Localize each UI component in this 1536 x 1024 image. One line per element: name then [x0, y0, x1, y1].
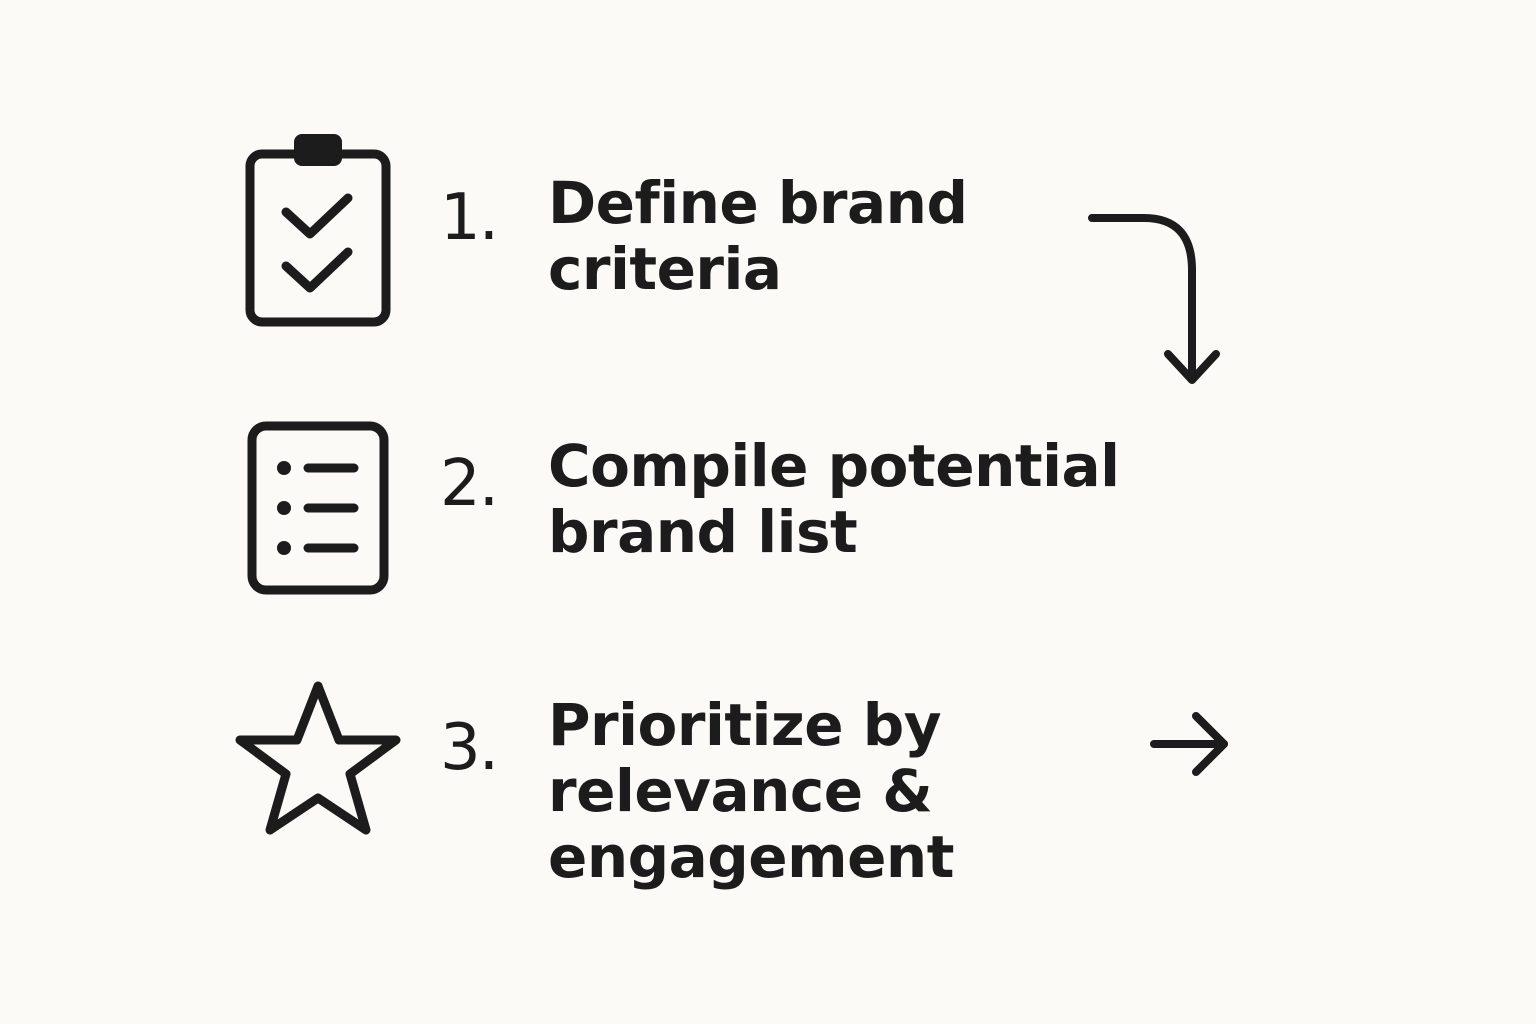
curved-down-arrow-icon — [1080, 200, 1240, 404]
star-icon — [232, 676, 401, 876]
step-label-line: criteria — [548, 235, 782, 303]
list-document-icon — [236, 418, 400, 618]
step-label-line: Define brand — [548, 169, 968, 237]
step-label-line: relevance & — [548, 757, 933, 825]
clipboard-check-icon — [236, 130, 400, 330]
step-label: Prioritize by relevance & engagement — [548, 692, 954, 890]
step-label-line: Prioritize by — [548, 691, 942, 759]
right-arrow-icon — [1146, 704, 1238, 788]
step-number: 1. — [440, 181, 499, 255]
step-label: Compile potential brand list — [548, 433, 1120, 565]
step-label-line: Compile potential — [548, 432, 1120, 500]
step-label-line: brand list — [548, 498, 858, 566]
step-number: 3. — [440, 711, 499, 785]
step-number: 2. — [440, 447, 499, 521]
step-label: Define brand criteria — [548, 169, 968, 303]
step-label-line: engagement — [548, 823, 954, 891]
